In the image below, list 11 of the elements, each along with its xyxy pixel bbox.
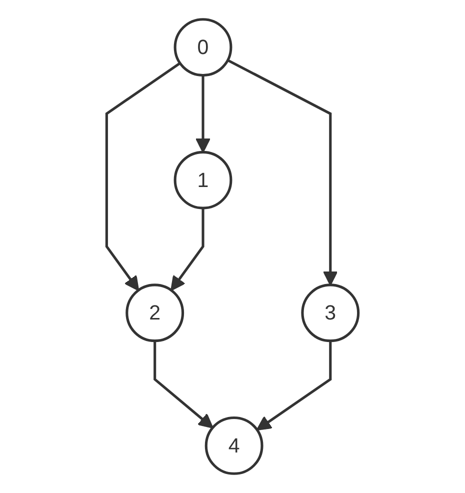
node-circle: 3 [301, 284, 360, 342]
arrow [170, 208, 204, 291]
node-circle: 2 [126, 284, 184, 342]
node-circle: 0 [174, 18, 232, 76]
arrow [256, 340, 332, 431]
arrow [154, 340, 214, 428]
node-circle: 1 [174, 150, 232, 210]
arrow [227, 59, 338, 286]
arrow [105, 62, 181, 291]
node-circle: 4 [204, 416, 264, 475]
arrow [195, 75, 211, 153]
